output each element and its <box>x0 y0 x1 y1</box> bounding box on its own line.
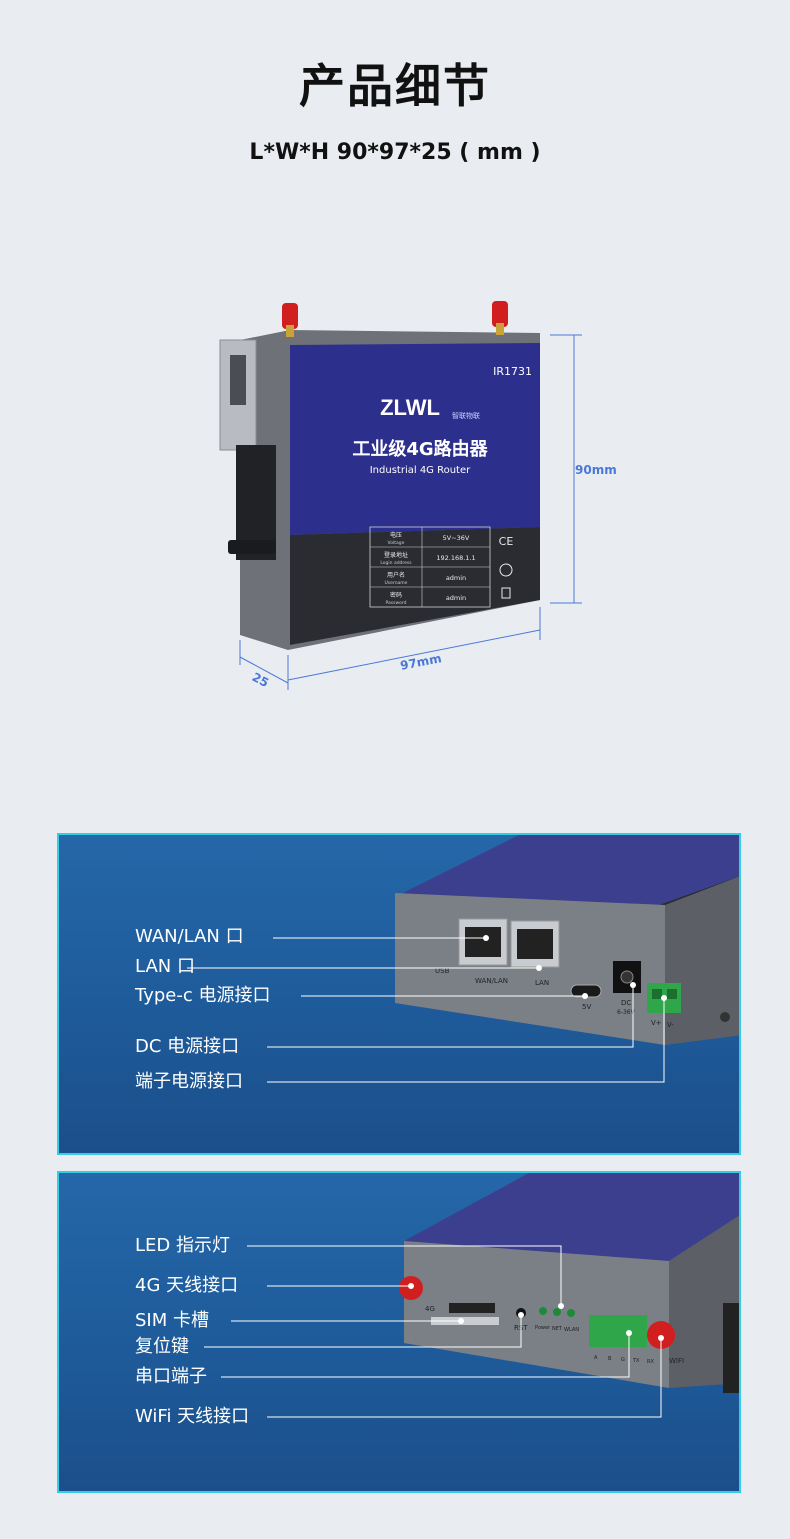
label-reset-button: 复位键 <box>135 1336 189 1357</box>
label-wifi-antenna: WiFi 天线接口 <box>135 1406 250 1427</box>
svg-text:V-: V- <box>667 1021 674 1029</box>
svg-text:admin: admin <box>446 594 466 602</box>
svg-text:密码: 密码 <box>390 591 402 599</box>
svg-text:Voltage: Voltage <box>388 540 405 546</box>
svg-text:DC: DC <box>621 999 631 1007</box>
svg-text:用户名: 用户名 <box>387 571 405 579</box>
svg-text:电压: 电压 <box>390 531 402 539</box>
height-dimension: 90mm <box>575 463 617 477</box>
label-sim-slot: SIM 卡槽 <box>135 1310 209 1331</box>
router-front-io-view: 4G RST Power NET WLAN A B G TX RX WIFI <box>204 1173 739 1418</box>
svg-text:G: G <box>621 1357 625 1363</box>
dimensions-line: L*W*H 90*97*25 ( mm ) <box>249 140 541 165</box>
brand-subtitle: 智联物联 <box>452 411 480 420</box>
product-name-cn: 工业级4G路由器 <box>352 438 488 460</box>
svg-text:4G: 4G <box>425 1305 435 1313</box>
svg-text:A: A <box>594 1355 598 1361</box>
svg-text:Power: Power <box>535 1325 551 1331</box>
svg-text:LAN: LAN <box>535 979 549 987</box>
svg-text:Password: Password <box>385 600 406 606</box>
ports-panel-antenna-serial: 4G RST Power NET WLAN A B G TX RX WIFI L… <box>57 1171 741 1493</box>
ports-panel-power-network: USB WAN/LAN LAN 5V DC 6-36V V+ V- WAN/LA… <box>57 833 741 1155</box>
router-front-view: ZLWL 智联物联 IR1731 工业级4G路由器 Industrial 4G … <box>210 295 630 705</box>
spec-table: 电压 Voltage 5V~36V 登录地址 Login address 192… <box>369 526 491 608</box>
svg-text:192.168.1.1: 192.168.1.1 <box>436 554 475 562</box>
svg-text:WAN/LAN: WAN/LAN <box>475 977 508 985</box>
svg-text:5V~36V: 5V~36V <box>443 534 470 542</box>
svg-text:USB: USB <box>435 967 450 975</box>
svg-text:RX: RX <box>647 1359 654 1365</box>
svg-text:TX: TX <box>632 1358 640 1364</box>
label-dc-power: DC 电源接口 <box>135 1036 240 1057</box>
svg-text:Login address: Login address <box>380 560 412 566</box>
ce-mark-icon: CE <box>499 535 514 548</box>
svg-text:WLAN: WLAN <box>564 1327 579 1333</box>
svg-text:5V: 5V <box>582 1003 591 1011</box>
svg-text:Username: Username <box>385 580 408 586</box>
svg-text:6-36V: 6-36V <box>617 1009 636 1016</box>
product-name-en: Industrial 4G Router <box>370 465 471 476</box>
label-type-c-power: Type-c 电源接口 <box>135 985 271 1006</box>
label-4g-antenna: 4G 天线接口 <box>135 1275 239 1296</box>
label-led-indicator: LED 指示灯 <box>135 1235 230 1256</box>
model-number: IR1731 <box>493 365 532 378</box>
svg-text:admin: admin <box>446 574 466 582</box>
label-wan-lan-port: WAN/LAN 口 <box>135 926 244 947</box>
antenna-icon <box>282 303 298 337</box>
label-lan-port: LAN 口 <box>135 956 195 977</box>
svg-text:V+: V+ <box>651 1019 662 1027</box>
svg-text:B: B <box>608 1356 612 1362</box>
antenna-icon <box>492 301 508 335</box>
svg-text:登录地址: 登录地址 <box>384 551 408 559</box>
router-illustration: ZLWL 智联物联 IR1731 工业级4G路由器 Industrial 4G … <box>219 301 582 690</box>
page-title: 产品细节 <box>299 59 491 113</box>
weee-bin-icon <box>501 587 511 599</box>
router-back-view: USB WAN/LAN LAN 5V DC 6-36V V+ V- <box>187 835 739 1083</box>
svg-text:NET: NET <box>552 1326 563 1332</box>
label-terminal-power: 端子电源接口 <box>135 1071 243 1092</box>
brand-logo: ZLWL <box>380 395 440 420</box>
recycle-icon <box>499 563 513 577</box>
label-serial-terminal: 串口端子 <box>135 1366 207 1387</box>
svg-text:WIFI: WIFI <box>669 1357 684 1365</box>
